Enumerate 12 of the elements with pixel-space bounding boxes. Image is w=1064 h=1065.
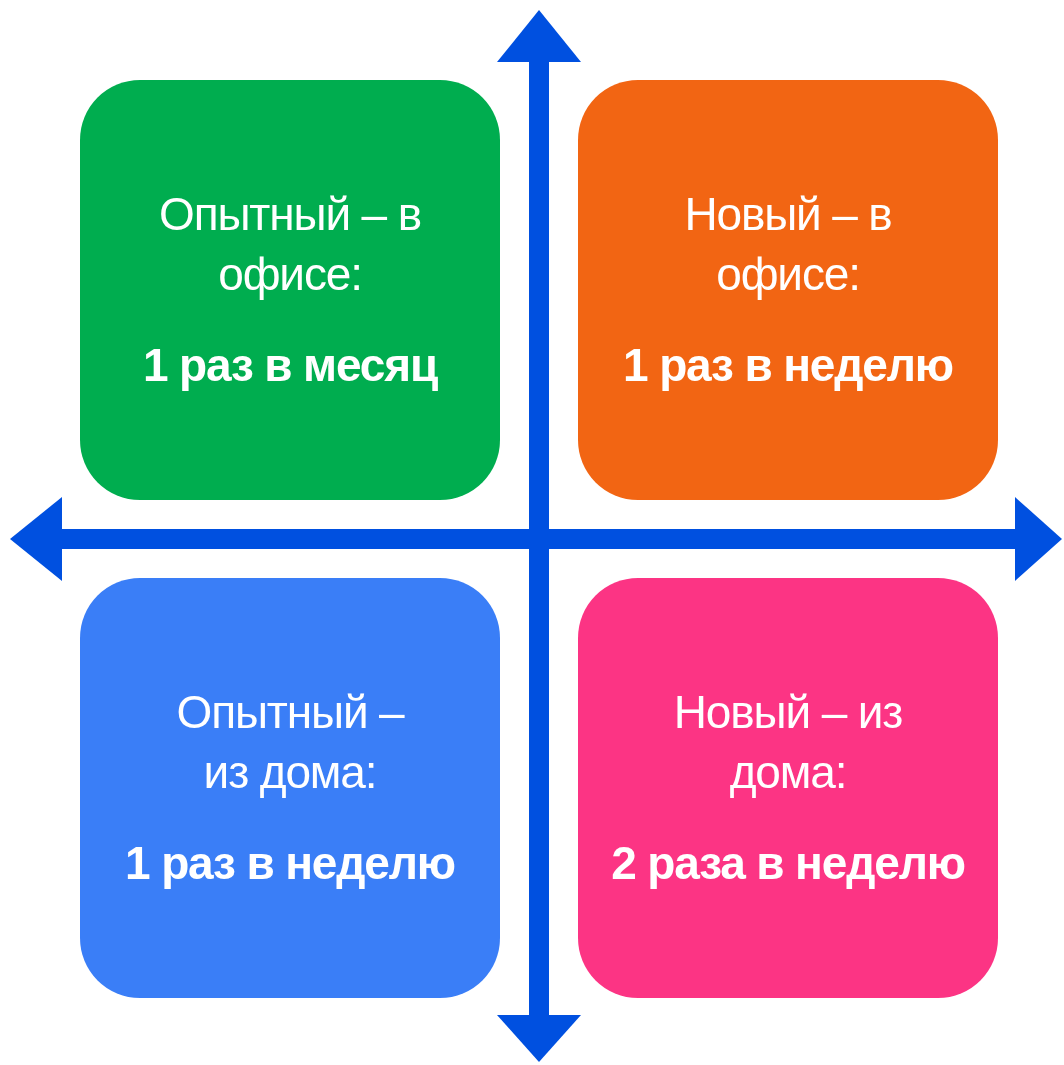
quadrant-card [578,578,998,998]
quadrant-heading: Новый – в офисе: [683,187,893,303]
quadrant-heading: Новый – из дома: [672,685,904,801]
frequency-text: 1 раз в неделю [623,338,953,394]
quadrant-heading: Опытный – в офисе: [158,187,422,303]
quadrant-card [80,80,500,500]
quadrant-card [80,578,500,998]
frequency-text: 1 раз в неделю [125,836,455,892]
quadrant-heading: Опытный – из дома: [175,685,406,801]
frequency-text: 2 раза в неделю [611,836,965,892]
quadrant-card [578,80,998,500]
frequency-text: 1 раз в месяц [142,338,438,394]
